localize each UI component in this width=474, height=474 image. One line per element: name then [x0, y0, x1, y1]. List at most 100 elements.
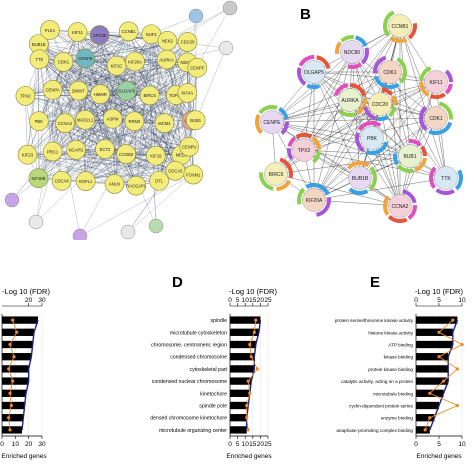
fdr-point — [249, 355, 253, 359]
network-node — [89, 25, 110, 45]
network-node — [177, 83, 198, 103]
network-b-ring-segment — [347, 62, 362, 69]
network-node-label: TOP2A — [169, 93, 183, 98]
network-a-edge — [99, 34, 192, 121]
network-node — [29, 49, 50, 70]
network-b-node-core — [260, 110, 284, 134]
network-b-node-label: TTK — [441, 176, 451, 182]
network-b-ring-segment — [373, 75, 400, 89]
network-node-label: DTL — [155, 179, 164, 184]
fdr-point — [246, 379, 250, 383]
network-b-ring-segment — [278, 107, 289, 120]
network-b-node-core — [302, 188, 326, 212]
network-a-edge — [85, 40, 168, 59]
network-b-ring-segment — [340, 35, 354, 43]
network-a-edge — [38, 153, 127, 179]
network-b-ring-segment — [348, 187, 369, 195]
network-a-edge — [151, 34, 165, 124]
network-b-node-core — [388, 14, 412, 38]
network-b-node-core — [292, 138, 316, 162]
network-node — [117, 81, 137, 101]
network-b-ring-segment — [306, 83, 320, 89]
network-a-edge — [136, 120, 196, 186]
network-a-edge — [25, 31, 129, 97]
bar — [416, 426, 430, 434]
network-a-edge — [49, 29, 192, 121]
bar — [2, 340, 33, 349]
network-a-edge — [39, 34, 100, 60]
network-node-label: KIF18B — [31, 176, 45, 181]
network-node — [177, 32, 198, 52]
network-node — [67, 22, 88, 42]
network-node — [187, 57, 208, 78]
x-tick-label: 25 — [264, 441, 272, 448]
network-node-label: FOXM1 — [186, 172, 201, 177]
network-node-label: CENPE — [78, 56, 93, 61]
category-label: chromosome, centromeric region — [151, 343, 227, 349]
network-node-label: CCNA2 — [58, 121, 73, 126]
chart-title: -Log 10 (FDR) — [415, 287, 463, 296]
network-b-node: CDK1 — [419, 101, 453, 135]
top-tick-label: 20 — [257, 297, 265, 304]
network-node — [66, 140, 86, 160]
fdr-point — [7, 416, 11, 420]
network-b-edge — [303, 71, 315, 151]
fdr-line — [8, 319, 18, 430]
network-b-ring-segment — [347, 161, 370, 170]
network-b-ring-segment — [387, 214, 408, 223]
network-a-edge — [52, 89, 81, 237]
bar — [416, 328, 453, 336]
network-b-node-label: KIF20A — [306, 198, 323, 204]
network-b-ring-segment — [338, 109, 356, 117]
network-b-node-label: CDK1 — [383, 70, 397, 76]
fdr-point — [245, 416, 249, 420]
fdr-point — [248, 342, 252, 347]
fdr-point — [7, 367, 11, 371]
network-b-ring-segment — [355, 132, 365, 153]
network-b-node-label: DLGAP5 — [304, 70, 324, 76]
network-b-ring-segment — [373, 55, 387, 74]
network-node — [29, 111, 49, 132]
network-a-edge — [77, 31, 127, 91]
network-b-node-label: CENPE — [263, 120, 281, 126]
top-tick-label: 0 — [414, 297, 418, 304]
network-node-label: NUF2 — [146, 32, 158, 37]
category-label: microtubule cytoskeleton — [170, 330, 227, 336]
x-tick-label: 0 — [0, 441, 4, 448]
network-node — [42, 141, 63, 162]
network-b-node: DLGAP5 — [297, 55, 331, 89]
network-node-label: BIRC5 — [143, 93, 156, 98]
network-a-edge — [52, 65, 117, 91]
network-b-node-label: KIF11 — [430, 80, 443, 86]
bar — [2, 365, 29, 373]
network-node-label: NDC80 — [180, 60, 194, 65]
network-node-label: DLGAP5 — [119, 89, 136, 94]
bar — [230, 401, 249, 410]
top-tick-label: 20 — [25, 297, 33, 304]
network-b-edge — [313, 71, 381, 105]
network-node-label: ESPL1 — [79, 179, 93, 184]
network-a-edge — [149, 95, 176, 171]
fdr-point — [11, 318, 15, 322]
network-b-ring-segment — [305, 183, 330, 196]
network-a-edge — [78, 90, 150, 96]
fdr-point — [255, 367, 259, 371]
network-a-edge — [79, 41, 188, 237]
network-b-ring-segment — [444, 69, 453, 83]
network-a-edge — [38, 121, 137, 186]
fdr-point — [11, 379, 15, 383]
network-b-ring-segment — [335, 41, 343, 55]
network-b-ring-segment — [357, 121, 382, 132]
bar — [230, 340, 256, 349]
network-b-edge — [275, 173, 401, 207]
network-a-edge — [25, 95, 28, 155]
category-label: condensed chromosome — [170, 355, 227, 361]
network-b-edge — [313, 71, 411, 157]
network-node — [148, 218, 164, 234]
category-label: spindle pole — [199, 404, 227, 410]
network-b-ring-segment — [381, 87, 394, 96]
network-node — [75, 109, 95, 130]
network-b-node-core — [378, 60, 402, 84]
fdr-point — [8, 391, 12, 395]
